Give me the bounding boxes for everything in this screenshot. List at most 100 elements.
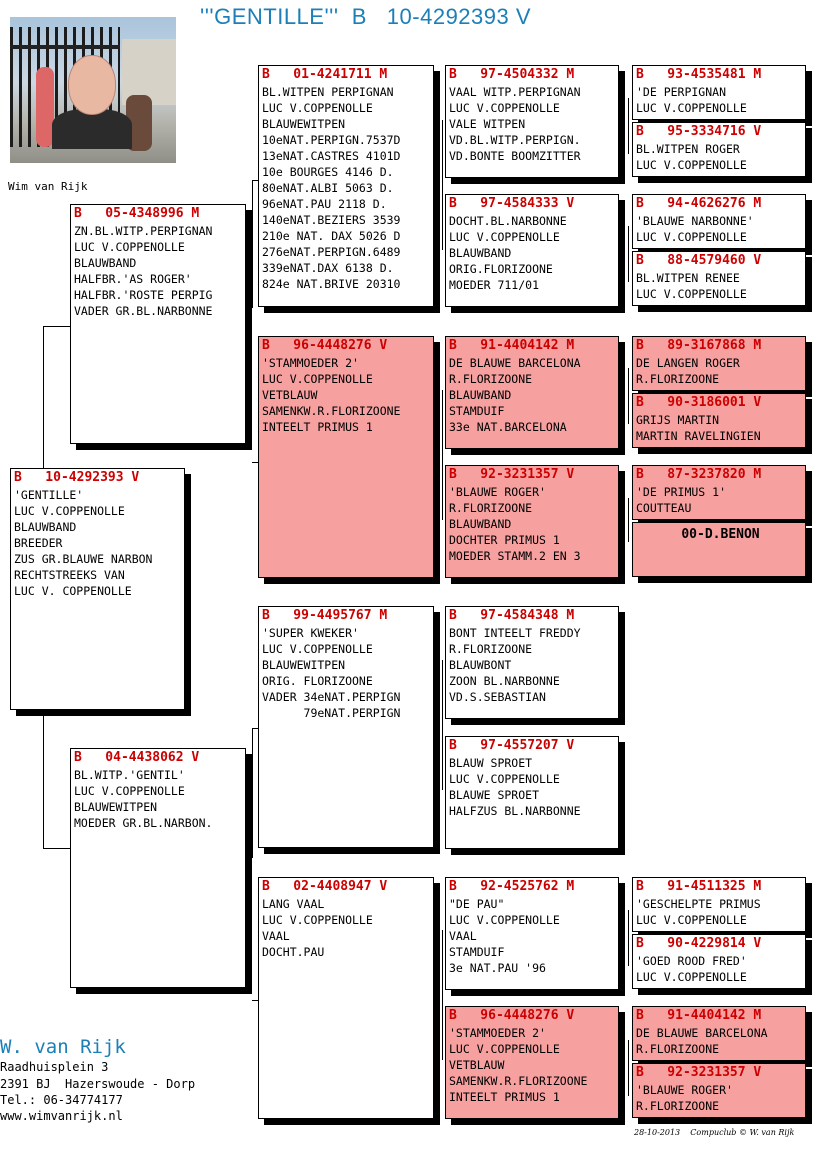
owner-caption: Wim van Rijk xyxy=(8,180,88,193)
card-line: VAAL xyxy=(262,929,290,943)
card-line: BL.WITPEN PERPIGNAN xyxy=(262,85,394,99)
card-line: LUC V.COPPENOLLE xyxy=(449,101,560,115)
card-line: HALFBR.'ROSTE PERPIG xyxy=(74,288,213,302)
card-line: BLAUW SPROET xyxy=(449,756,533,770)
card-line: ZUS GR.BLAUWE NARBON xyxy=(14,552,153,566)
card-line: MOEDER 711/01 xyxy=(449,278,540,292)
card-line: MARTIN RAVELINGIEN xyxy=(636,429,761,443)
card-line: 140eNAT.BEZIERS 3539 xyxy=(262,213,401,227)
connector xyxy=(252,1000,258,1001)
card-line: BREEDER xyxy=(14,536,63,550)
card-ring-number: B 01-4241711 M xyxy=(262,67,388,82)
pedigree-card-ssds: B 94-4626276 M'BLAUWE NARBONNE'LUC V.COP… xyxy=(632,194,806,249)
card-line: BLAUWBAND xyxy=(449,517,512,531)
footer-address: Raadhuisplein 3 xyxy=(0,1060,109,1074)
card-line: 'GOED ROOD FRED' xyxy=(636,954,747,968)
card-ring-number: B 97-4584348 M xyxy=(449,608,575,623)
card-line: LUC V. COPPENOLLE xyxy=(14,584,132,598)
card-ring-number: B 92-4525762 M xyxy=(449,879,575,894)
pedigree-card-sd: B 96-4448276 V'STAMMOEDER 2'LUC V.COPPEN… xyxy=(258,336,434,578)
connector xyxy=(628,226,629,282)
card-line: R.FLORIZOONE xyxy=(636,1099,720,1113)
card-line: LUC V.COPPENOLLE xyxy=(449,772,560,786)
connector xyxy=(442,390,443,520)
pedigree-card-ddd: B 96-4448276 V'STAMMOEDER 2'LUC V.COPPEN… xyxy=(445,1006,619,1119)
card-line: MOEDER STAMM.2 EN 3 xyxy=(449,549,581,563)
card-line: VAAL xyxy=(449,929,477,943)
card-ring-number: B 97-4584333 V xyxy=(449,196,575,211)
card-line: VAAL WITP.PERPIGNAN xyxy=(449,85,581,99)
pedigree-card-sdd: B 92-3231357 V'BLAUWE ROGER'R.FLORIZOONE… xyxy=(445,465,619,578)
card-line: VD.BL.WITP.PERPIGN. xyxy=(449,133,581,147)
card-line: GRIJS MARTIN xyxy=(636,413,720,427)
card-line: BLAUWBONT xyxy=(449,658,512,672)
card-line: ORIG.FLORIZOONE xyxy=(449,262,553,276)
card-line: SAMENKW.R.FLORIZOONE xyxy=(449,1074,588,1088)
card-line: VADER GR.BL.NARBONNE xyxy=(74,304,213,318)
card-line: R.FLORIZOONE xyxy=(449,501,533,515)
card-line: INTEELT PRIMUS 1 xyxy=(449,1090,560,1104)
card-line: STAMDUIF xyxy=(449,404,505,418)
card-ring-number: B 91-4404142 M xyxy=(636,1008,762,1023)
card-line: ZN.BL.WITP.PERPIGNAN xyxy=(74,224,213,238)
card-line: BLAUWEWITPEN xyxy=(74,800,158,814)
connector xyxy=(628,98,629,154)
card-line: 10eNAT.PERPIGN.7537D xyxy=(262,133,401,147)
card-line: LUC V.COPPENOLLE xyxy=(74,784,185,798)
footer-website[interactable]: www.wimvanrijk.nl xyxy=(0,1109,123,1123)
card-ring-number: B 92-3231357 V xyxy=(636,1065,762,1080)
card-line: 'BLAUWE ROGER' xyxy=(449,485,546,499)
card-line: BL.WITPEN RENEE xyxy=(636,271,740,285)
card-ring-number: B 90-3186001 V xyxy=(636,395,762,410)
card-line: 3e NAT.PAU '96 xyxy=(449,961,546,975)
connector xyxy=(252,728,253,858)
connector xyxy=(43,710,44,848)
card-line: 276eNAT.PERPIGN.6489 xyxy=(262,245,401,259)
pedigree-card-ds: B 99-4495767 M'SUPER KWEKER'LUC V.COPPEN… xyxy=(258,606,434,848)
pedigree-card-sdds: B 87-3237820 M'DE PRIMUS 1'COUTTEAU xyxy=(632,465,806,520)
card-ring-number: B 99-4495767 M xyxy=(262,608,388,623)
footer-city: 2391 BJ Hazerswoude - Dorp xyxy=(0,1077,196,1091)
card-line: VADER 34eNAT.PERPIGN xyxy=(262,690,401,704)
connector xyxy=(628,498,629,542)
card-line: 'DE PERPIGNAN xyxy=(636,85,727,99)
pedigree-card-sddd: 00-D.BENON xyxy=(632,522,806,577)
footer-owner-name: W. van Rijk xyxy=(0,1036,126,1058)
card-line: INTEELT PRIMUS 1 xyxy=(262,420,373,434)
card-ring-number: B 91-4511325 M xyxy=(636,879,762,894)
card-line: HALFZUS BL.NARBONNE xyxy=(449,804,581,818)
card-line: LUC V.COPPENOLLE xyxy=(74,240,185,254)
connector xyxy=(252,180,253,308)
card-line: R.FLORIZOONE xyxy=(449,642,533,656)
card-line: R.FLORIZOONE xyxy=(636,372,720,386)
card-line: VALE WITPEN xyxy=(449,117,526,131)
pedigree-card-subject: B 10-4292393 V 'GENTILLE' LUC V.COPPENOLLE… xyxy=(10,468,185,710)
card-line: LUC V.COPPENOLLE xyxy=(636,913,747,927)
card-line: VD.S.SEBASTIAN xyxy=(449,690,546,704)
card-line: 13eNAT.CASTRES 4101D xyxy=(262,149,401,163)
card-ring-number: B 88-4579460 V xyxy=(636,253,762,268)
card-line: 'STAMMOEDER 2' xyxy=(262,356,359,370)
card-line: DE BLAUWE BARCELONA xyxy=(449,356,581,370)
card-line: 'GENTILLE' xyxy=(14,488,84,502)
card-line: LUC V.COPPENOLLE xyxy=(14,504,125,518)
card-line: 'SUPER KWEKER' xyxy=(262,626,359,640)
card-ring-number: B 87-3237820 M xyxy=(636,467,762,482)
card-line: DE BLAUWE BARCELONA xyxy=(636,1026,768,1040)
card-line: STAMDUIF xyxy=(449,945,505,959)
connector xyxy=(43,326,70,327)
card-line: "DE PAU" xyxy=(449,897,505,911)
card-ring-number: B 10-4292393 V xyxy=(14,470,140,485)
connector xyxy=(442,660,443,790)
card-line: BLAUWBAND xyxy=(14,520,77,534)
connector xyxy=(628,1040,629,1096)
pedigree-card-dddd: B 92-3231357 V'BLAUWE ROGER'R.FLORIZOONE xyxy=(632,1063,806,1118)
